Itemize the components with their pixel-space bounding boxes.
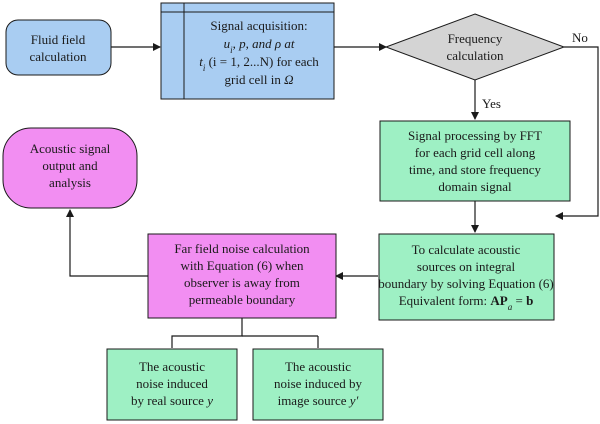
signal-acquisition-line-3: ti (i = 1, 2...N) for each bbox=[199, 54, 319, 73]
edge-farfield-to-output bbox=[66, 209, 148, 277]
edge-frequency-no bbox=[555, 46, 599, 220]
fft-line-4: domain signal bbox=[438, 179, 512, 194]
signal-acquisition-line-4: grid cell in Ω bbox=[225, 72, 294, 87]
image-source-box bbox=[252, 348, 384, 421]
node-output: Acoustic signal output and analysis bbox=[2, 127, 138, 209]
far-field-line-1: Far field noise calculation bbox=[174, 241, 310, 256]
node-signal-acquisition: Signal acquisition: ui, p, and ρ at ti (… bbox=[160, 2, 335, 100]
real-source-line-3: by real source y bbox=[131, 393, 213, 408]
acoustic-sources-equation: Equivalent form: APa = b bbox=[399, 293, 534, 312]
fluid-field-line-1: Fluid field bbox=[31, 32, 86, 47]
real-source-line-2: noise induced bbox=[136, 376, 208, 391]
image-source-line-1: The acoustic bbox=[285, 359, 351, 374]
node-acoustic-sources: To calculate acoustic sources on integra… bbox=[378, 233, 555, 321]
output-line-2: output and bbox=[42, 158, 98, 173]
image-source-line-3: image source y′ bbox=[278, 393, 359, 408]
acoustic-sources-box bbox=[378, 233, 555, 321]
node-fluid-field: Fluid field calculation bbox=[5, 19, 112, 76]
output-box bbox=[2, 127, 138, 209]
real-source-line-1: The acoustic bbox=[139, 359, 205, 374]
far-field-box bbox=[147, 233, 337, 319]
acoustic-sources-line-3: boundary by solving Equation (6) bbox=[378, 276, 553, 291]
node-image-source: The acoustic noise induced by image sour… bbox=[252, 348, 384, 421]
no-label: No bbox=[572, 30, 588, 45]
frequency-line-2: calculation bbox=[446, 48, 504, 63]
far-field-line-2: with Equation (6) when bbox=[180, 258, 304, 273]
far-field-line-4: permeable boundary bbox=[189, 292, 296, 307]
fluid-field-line-2: calculation bbox=[29, 49, 87, 64]
acoustic-sources-line-1: To calculate acoustic bbox=[412, 242, 521, 257]
frequency-diamond bbox=[384, 13, 566, 81]
fluid-field-box bbox=[5, 19, 112, 76]
yes-label: Yes bbox=[482, 96, 501, 111]
node-frequency-calculation: Frequency calculation bbox=[384, 13, 566, 81]
output-line-3: analysis bbox=[49, 175, 91, 190]
node-far-field: Far field noise calculation with Equatio… bbox=[147, 233, 337, 319]
image-source-line-2: noise induced by bbox=[274, 376, 363, 391]
node-fft-processing: Signal processing by FFT for each grid c… bbox=[379, 120, 571, 202]
signal-acquisition-line-1: Signal acquisition: bbox=[210, 18, 307, 33]
signal-acquisition-line-2: ui, p, and ρ at bbox=[224, 36, 295, 55]
edges bbox=[66, 43, 599, 348]
signal-acquisition-box bbox=[160, 2, 335, 100]
fft-line-1: Signal processing by FFT bbox=[408, 128, 542, 143]
real-source-box bbox=[106, 348, 238, 421]
fft-line-3: time, and store frequency bbox=[409, 162, 542, 177]
far-field-line-3: observer is away from bbox=[184, 275, 300, 290]
fft-line-2: for each grid cell along bbox=[415, 145, 536, 160]
node-real-source: The acoustic noise induced by real sourc… bbox=[106, 348, 238, 421]
edge-farfield-branch bbox=[171, 318, 243, 348]
acoustic-sources-line-2: sources on integral bbox=[417, 259, 516, 274]
fft-box bbox=[379, 120, 571, 202]
output-line-1: Acoustic signal bbox=[30, 141, 111, 156]
frequency-line-1: Frequency bbox=[448, 31, 503, 46]
